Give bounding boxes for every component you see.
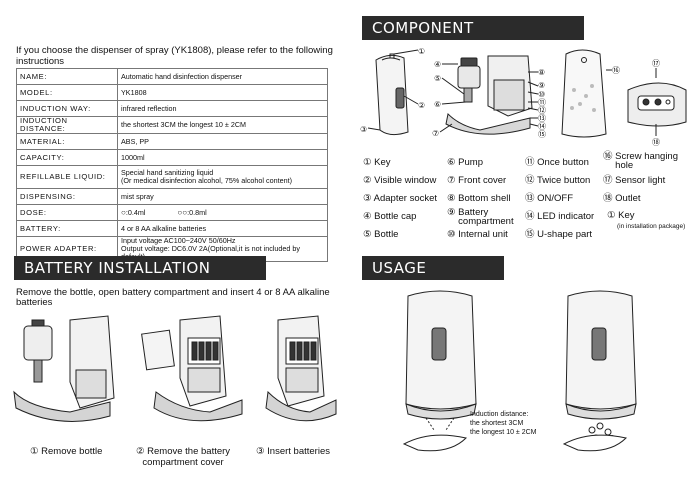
callout-6: ⑥ [434, 100, 441, 109]
component-item: ③ Adapter socket [363, 193, 438, 204]
component-item: ① Key(in installation package) [607, 210, 686, 231]
component-item: ⑭ LED indicator [525, 211, 595, 222]
component-item: ⑬ ON/OFF [525, 193, 574, 204]
spec-value: Automatic hand disinfection dispenser [117, 68, 328, 85]
spec-value: ○:0.4ml ○○:0.8ml [117, 204, 328, 221]
component-item: ⑱ Outlet [603, 193, 641, 204]
table-row: CAPACITY:1000ml [16, 149, 328, 166]
callout-4: ④ [434, 60, 441, 69]
callout-1: ① [418, 47, 425, 56]
callout-17: ⑰ [652, 59, 660, 68]
spec-value: mist spray [117, 188, 328, 205]
table-row: DISPENSING:mist spray [16, 188, 328, 205]
table-row: MATERIAL:ABS, PP [16, 133, 328, 150]
spec-key: MATERIAL: [16, 133, 118, 150]
step-3-label: ③ Insert batteries [256, 446, 330, 457]
table-row: INDUCTION DISTANCE:the shortest 3CM the … [16, 116, 328, 134]
callout-8: ⑧ [538, 68, 545, 77]
component-item: ② Visible window [363, 175, 437, 186]
component-item: ⑰ Sensor light [603, 175, 666, 186]
callout-5: ⑤ [434, 74, 441, 83]
dose-once: :0.4ml [125, 207, 146, 217]
double-drop-icon: ○○ [177, 207, 188, 217]
battery-steps-diagram [13, 315, 337, 422]
spec-value-line: Special hand sanitizing liquid [121, 168, 214, 177]
component-item: ⑪ Once button [525, 157, 589, 168]
battery-header: BATTERY INSTALLATION STEPS: [14, 256, 266, 301]
component-list: ① Key ② Visible window ③ Adapter socket … [363, 152, 698, 240]
spec-key: MODEL: [16, 84, 118, 101]
callout-12: ⑫ [538, 106, 546, 115]
spec-value: YK1808 [117, 84, 328, 101]
step-2-label: ② Remove the battery compartment cover [136, 446, 230, 468]
component-item: ⑧ Bottom shell [447, 193, 511, 204]
spec-value: 1000ml [117, 149, 328, 166]
callout-18: ⑱ [652, 138, 660, 147]
battery-description: Remove the bottle, open battery compartm… [16, 287, 330, 308]
callout-11: ⑪ [538, 98, 546, 107]
callout-9: ⑨ [538, 81, 545, 90]
induction-note-line: Induction distance: [470, 411, 529, 418]
step-2-line: ② Remove the battery [136, 446, 231, 457]
component-item: ① Key [363, 157, 391, 168]
callout-10: ⑩ [538, 90, 545, 99]
callout-3: ③ [360, 125, 367, 134]
spec-key: CAPACITY: [16, 149, 118, 166]
spec-value: the shortest 3CM the longest 10 ± 2CM [117, 116, 328, 134]
induction-note: Induction distance: the shortest 3CM the… [470, 410, 537, 437]
component-header: COMPONENT DESCRIPTION: [362, 16, 584, 61]
callout-7: ⑦ [432, 129, 439, 138]
component-item: ⑥ Pump [447, 157, 483, 168]
spec-value: ABS, PP [117, 133, 328, 150]
table-row: DOSE: ○:0.4ml ○○:0.8ml [16, 204, 328, 221]
spec-key: BATTERY: [16, 220, 118, 237]
component-item: ⑩ Internal unit [447, 229, 508, 240]
table-row: BATTERY:4 or 8 AA alkaline batteries [16, 220, 328, 237]
callout-13: ⑬ [538, 114, 546, 123]
callout-15: ⑮ [538, 130, 546, 139]
usage-diagram [402, 290, 637, 452]
spec-value: infrared reflection [117, 100, 328, 117]
step-2-line: compartment cover [142, 457, 224, 468]
dose-twice: :0.8ml [187, 207, 207, 217]
callout-2: ② [418, 101, 425, 110]
component-item: ⑮ U-shape part [525, 229, 593, 240]
spec-key: NAME: [16, 68, 118, 85]
spec-key: REFILLABLE LIQUID: [16, 165, 118, 189]
spec-value-line: Input voltage AC100~240V 50/60Hz [121, 236, 236, 245]
component-item: ⑤ Bottle [363, 229, 399, 240]
spec-key: INDUCTION DISTANCE: [16, 116, 118, 134]
callout-16: ⑯ [612, 66, 620, 75]
table-row: INDUCTION WAY:infrared reflection [16, 100, 328, 117]
component-item: ⑦ Front cover [447, 175, 507, 186]
spec-value-line: (Or medical disinfection alcohol, 75% al… [121, 176, 292, 185]
spec-value: 4 or 8 AA alkaline batteries [117, 220, 328, 237]
spec-value: Special hand sanitizing liquid(Or medica… [117, 165, 328, 189]
component-item: ⑫ Twice button [525, 175, 591, 186]
induction-note-line: the longest 10 ± 2CM [470, 429, 537, 436]
component-diagram: ① ② ③ ④ ⑤ ⑥ ⑦ ⑧ ⑨ ⑩ ⑪ ⑫ ⑬ ⑭ ⑮ ⑯ ⑰ ⑱ [360, 47, 687, 147]
spec-table: NAME:Automatic hand disinfection dispens… [16, 68, 328, 262]
table-row: MODEL:YK1808 [16, 84, 328, 101]
spec-key: INDUCTION WAY: [16, 100, 118, 117]
table-row: NAME:Automatic hand disinfection dispens… [16, 68, 328, 85]
induction-note-line: the shortest 3CM [470, 420, 524, 427]
callout-14: ⑭ [538, 122, 546, 131]
usage-header: USAGE EXAMPLE: [362, 256, 504, 301]
spec-key: DOSE: [16, 204, 118, 221]
step-1-label: ① Remove bottle [30, 446, 103, 457]
intro-text: If you choose the dispenser of spray (YK… [16, 45, 333, 67]
table-row: REFILLABLE LIQUID:Special hand sanitizin… [16, 165, 328, 189]
spec-key: DISPENSING: [16, 188, 118, 205]
single-drop-icon: ○ [121, 207, 126, 217]
component-item: ④ Bottle cap [363, 211, 417, 222]
